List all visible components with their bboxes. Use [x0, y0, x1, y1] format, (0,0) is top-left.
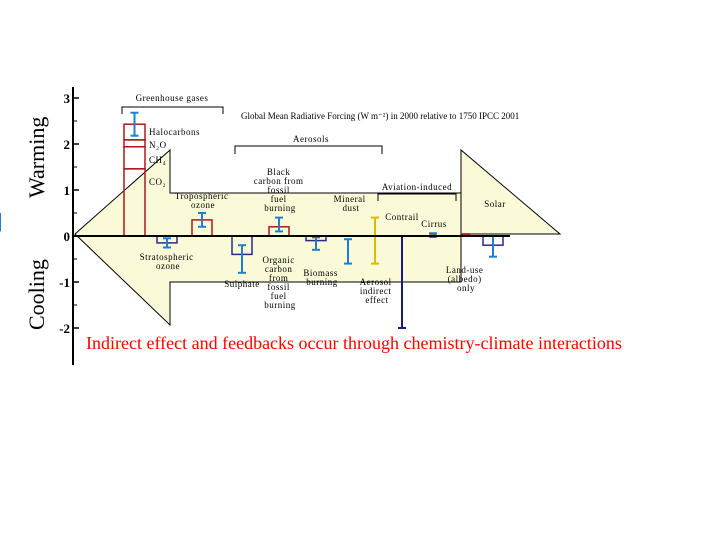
bar-label-line: Land-use	[446, 265, 484, 275]
bar-label-line: only	[457, 283, 475, 293]
bar-label-line: Black	[267, 167, 291, 177]
bar-label-solar: Solar	[484, 199, 506, 209]
bar-label-line: ozone	[156, 261, 180, 271]
bar-label-line: Stratospheric	[140, 252, 194, 262]
chart-marks	[0, 111, 504, 329]
aviation-bracket	[377, 193, 457, 201]
ghg-stack-segment	[123, 139, 146, 148]
bar-label-tropospheric-ozone: Tropospheric ozone	[175, 191, 231, 210]
bar-label-line: Aerosol	[360, 277, 392, 287]
chart-title: Global Mean Radiative Forcing (W m⁻²) in…	[241, 111, 519, 121]
bar-label-line: fossil	[267, 282, 290, 292]
bar-label-line: burning	[264, 203, 296, 213]
bar-label-line: burning	[306, 277, 338, 287]
y-tick-label: 3	[64, 91, 71, 106]
bar-label-line: Organic	[262, 255, 294, 265]
bar-label-organic-carbon: Organic carbon from fossil fuel burning	[262, 255, 297, 310]
ghg-label-co2: CO₂	[149, 177, 166, 187]
bar-label-line: burning	[264, 300, 296, 310]
bar-label-line: carbon from	[254, 176, 304, 186]
bar-label-line: dust	[342, 203, 359, 213]
bar-label-line: Biomass	[303, 268, 338, 278]
y-tick-label: 0	[64, 229, 71, 244]
ghg-stack-segment	[123, 146, 146, 170]
bar-label-line: Tropospheric	[175, 191, 229, 201]
bar-label-cirrus: Cirrus	[421, 219, 447, 229]
ghg-label-halocarbons: Halocarbons	[149, 127, 200, 137]
bar-label-line: ozone	[191, 200, 215, 210]
bar-label-line: indirect	[360, 286, 392, 296]
cooling-arrow	[74, 148, 462, 327]
ghg-label-ch4: CH₄	[149, 155, 166, 165]
bar-label-biomass-burning: Biomass burning	[303, 268, 340, 287]
y-tick-label: -2	[59, 321, 70, 336]
y-axis-ticks: 3 2 1 0 -1 -2	[59, 91, 79, 336]
bar-label-line: fossil	[267, 185, 290, 195]
cooling-label: Cooling	[24, 259, 49, 330]
bar-label-line: carbon	[265, 264, 293, 274]
bar-label-line: fuel	[271, 194, 287, 204]
footer-note: Indirect effect and feedbacks occur thro…	[86, 333, 622, 353]
ghg-label-n2o: N₂O	[149, 140, 167, 150]
bar-label-sulphate: Sulphate	[224, 279, 260, 289]
bar-label-line: effect	[365, 295, 388, 305]
bar-label-black-carbon: Black carbon from fossil fuel burning	[254, 167, 306, 213]
y-tick-label: 1	[64, 183, 71, 198]
bar-label-line: from	[269, 273, 289, 283]
bar-label-line: fuel	[271, 291, 287, 301]
bar-label-land-use: Land-use (albedo) only	[446, 265, 486, 293]
aerosols-bracket	[234, 145, 383, 154]
group-label-greenhouse-gases: Greenhouse gases	[136, 93, 209, 103]
bar-label-aerosol-indirect-effect: Aerosol indirect effect	[360, 277, 395, 305]
y-tick-label: 2	[64, 137, 71, 152]
bar-label-line: Mineral	[334, 194, 366, 204]
warming-label: Warming	[24, 117, 49, 198]
bar-label-stratospheric-ozone: Stratospheric ozone	[140, 252, 197, 271]
ghg-bracket	[121, 106, 224, 114]
bar-label-contrail: Contrail	[385, 212, 419, 222]
bar-label-line: (albedo)	[448, 274, 482, 284]
group-label-aviation-induced: Aviation-induced	[382, 182, 452, 192]
group-label-aerosols: Aerosols	[293, 134, 329, 144]
y-tick-label: -1	[59, 275, 70, 290]
bar-label-mineral-dust: Mineral dust	[334, 194, 369, 213]
